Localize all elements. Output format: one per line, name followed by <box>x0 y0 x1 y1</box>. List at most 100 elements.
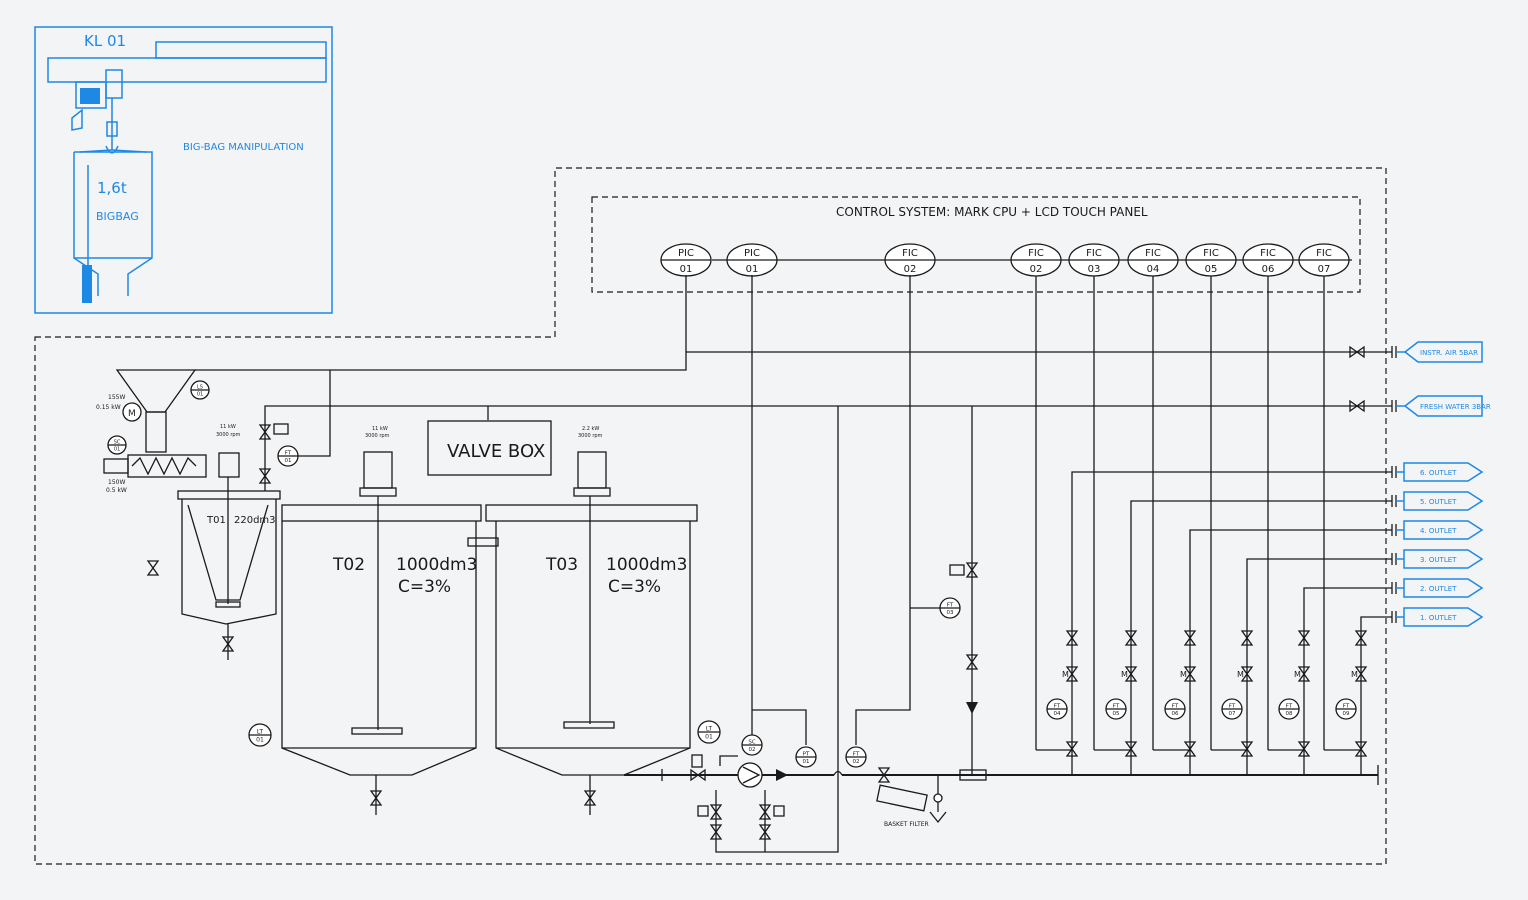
controller-fic-03-4: FIC 03 <box>1068 243 1120 277</box>
t01-volume: 220dm3 <box>234 515 276 526</box>
control-system: CONTROL SYSTEM: MARK CPU + LCD TOUCH PAN… <box>591 196 1361 750</box>
t02-impeller <box>351 727 403 735</box>
feeder-motor-power: 11 kW <box>220 424 236 430</box>
valve-box-label: VALVE BOX <box>447 441 545 462</box>
bubble-pt-01-tag: PT <box>803 752 810 758</box>
dosing-line <box>949 406 987 781</box>
air-supply-label: INSTR. AIR 5BAR <box>1420 349 1478 357</box>
controller-fic-02-3: FIC 02 <box>1010 243 1062 277</box>
bubble-ls-01-tag: LS <box>197 385 203 391</box>
controller-fic-04-5-num: 04 <box>1147 264 1160 275</box>
controller-fic-02-3-tag: FIC <box>1028 248 1044 259</box>
outlet-arrow-3 <box>1403 549 1484 569</box>
bag-label: BIGBAG <box>96 210 139 223</box>
controller-fic-05-6-num: 05 <box>1205 264 1218 275</box>
crane-rail-upper <box>155 41 327 59</box>
hopper-neck <box>145 411 167 453</box>
controller-fic-02-3-num: 02 <box>1030 264 1043 275</box>
bubble-lt-01-t03-num: 01 <box>705 734 713 741</box>
suction-actuator <box>691 754 703 768</box>
tank-t02: 11 kW 3000 rpm T02 1000dm3 C=3% <box>281 426 482 815</box>
bypass-line <box>715 406 839 853</box>
hoist-handle <box>71 108 83 131</box>
check-valve-icon <box>776 769 788 781</box>
controller-fic-02-2-tag: FIC <box>902 248 918 259</box>
screw-motor-rating-b: 0.5 kW <box>106 487 127 494</box>
outlet-label-6: 6. OUTLET <box>1420 469 1457 477</box>
controller-fic-02-2-num: 02 <box>904 264 917 275</box>
bubble-sc-01-num: 01 <box>114 446 120 452</box>
bubble-ft-08-tag: FT <box>1286 704 1293 710</box>
controller-fic-05-6: FIC 05 <box>1185 243 1237 277</box>
bubble-ft-05-num: 05 <box>1113 711 1120 717</box>
bubble-ft-01-num: 01 <box>285 458 292 464</box>
hook-icon <box>105 145 119 154</box>
controller-fic-03-4-num: 03 <box>1088 264 1101 275</box>
trolley <box>105 69 123 99</box>
t03-name: T03 <box>545 555 578 575</box>
hoist-block <box>106 121 118 137</box>
outlet-arrow-6 <box>1403 462 1484 482</box>
t03-volume: 1000dm3 <box>606 555 687 575</box>
air-line <box>195 351 1392 371</box>
t02-shell <box>281 521 477 776</box>
t02-name: T02 <box>332 555 365 575</box>
actuator-mark-5: M <box>1121 670 1128 679</box>
crane-beam <box>47 57 327 83</box>
controller-fic-03-4-tag: FIC <box>1086 248 1102 259</box>
hopper-motor-icon <box>122 402 142 422</box>
hopper-motor-rating-b: 0.15 kW <box>96 404 121 411</box>
outlet-line-2 <box>1303 587 1392 775</box>
bubble-ft-04-num: 04 <box>1054 711 1061 717</box>
controller-fic-06-7-tag: FIC <box>1260 248 1276 259</box>
air-branch-feeder <box>282 370 331 457</box>
t02-motor-speed: 3000 rpm <box>365 433 390 439</box>
t01-sample-valve <box>147 560 159 576</box>
t02-motor-flange <box>359 487 397 497</box>
screw-motor-rating-a: 150W <box>108 479 125 486</box>
outlet-arrow-2 <box>1403 578 1484 598</box>
t02-motor-power: 11 kW <box>372 426 388 432</box>
bubble-sc-02-tag: SC <box>748 740 755 746</box>
instrument-bubbles: LS01SC01FT01LT01LT01SC02PT01FT02FT03FT04… <box>107 380 1357 768</box>
bubble-ft-06-tag: FT <box>1172 704 1179 710</box>
feeder-motor-speed: 3000 rpm <box>216 432 241 438</box>
t02-lid <box>281 504 482 522</box>
outlet-line-6 <box>1071 471 1392 775</box>
controller-fic-07-8-tag: FIC <box>1316 248 1332 259</box>
t01-name: T01 <box>206 515 226 526</box>
bubble-ft-09-tag: FT <box>1343 704 1350 710</box>
t01-vessel <box>181 499 277 625</box>
pendant-control <box>82 265 92 303</box>
controller-fic-05-6-tag: FIC <box>1203 248 1219 259</box>
outlet-line-1 <box>1360 616 1392 775</box>
feeder-section: M 155W 0.15 kW 11 kW 3000 rpm 150W 0.5 k… <box>96 369 289 660</box>
bag-weight: 1,6t <box>97 179 127 197</box>
bubble-lt-01-t02-num: 01 <box>256 737 264 744</box>
controller-pic-01-1-tag: PIC <box>744 248 760 259</box>
controller-pic-01-0-num: 01 <box>680 264 693 275</box>
controller-group: PIC 01 PIC 01 FIC 02 FIC 02 FIC 03 FIC 04 FIC 05 FIC06… <box>660 243 1350 750</box>
controller-pic-01-1-num: 01 <box>746 264 759 275</box>
outlet-line-4 <box>1189 529 1392 775</box>
controller-pic-01-0-tag: PIC <box>678 248 694 259</box>
actuator-mark-6: M <box>1062 670 1069 679</box>
t03-motor-speed: 3000 rpm <box>578 433 603 439</box>
outlet-arrow-5 <box>1403 491 1484 511</box>
instrument-lines <box>685 275 940 745</box>
t02-concentration: C=3% <box>398 577 451 597</box>
bubble-sc-01-tag: SC <box>114 440 121 446</box>
bubble-ft-07-tag: FT <box>1229 704 1236 710</box>
dosing-check-valve <box>966 702 978 714</box>
basket-filter-label: BASKET FILTER <box>884 821 929 828</box>
tank-interconnect <box>467 537 499 547</box>
